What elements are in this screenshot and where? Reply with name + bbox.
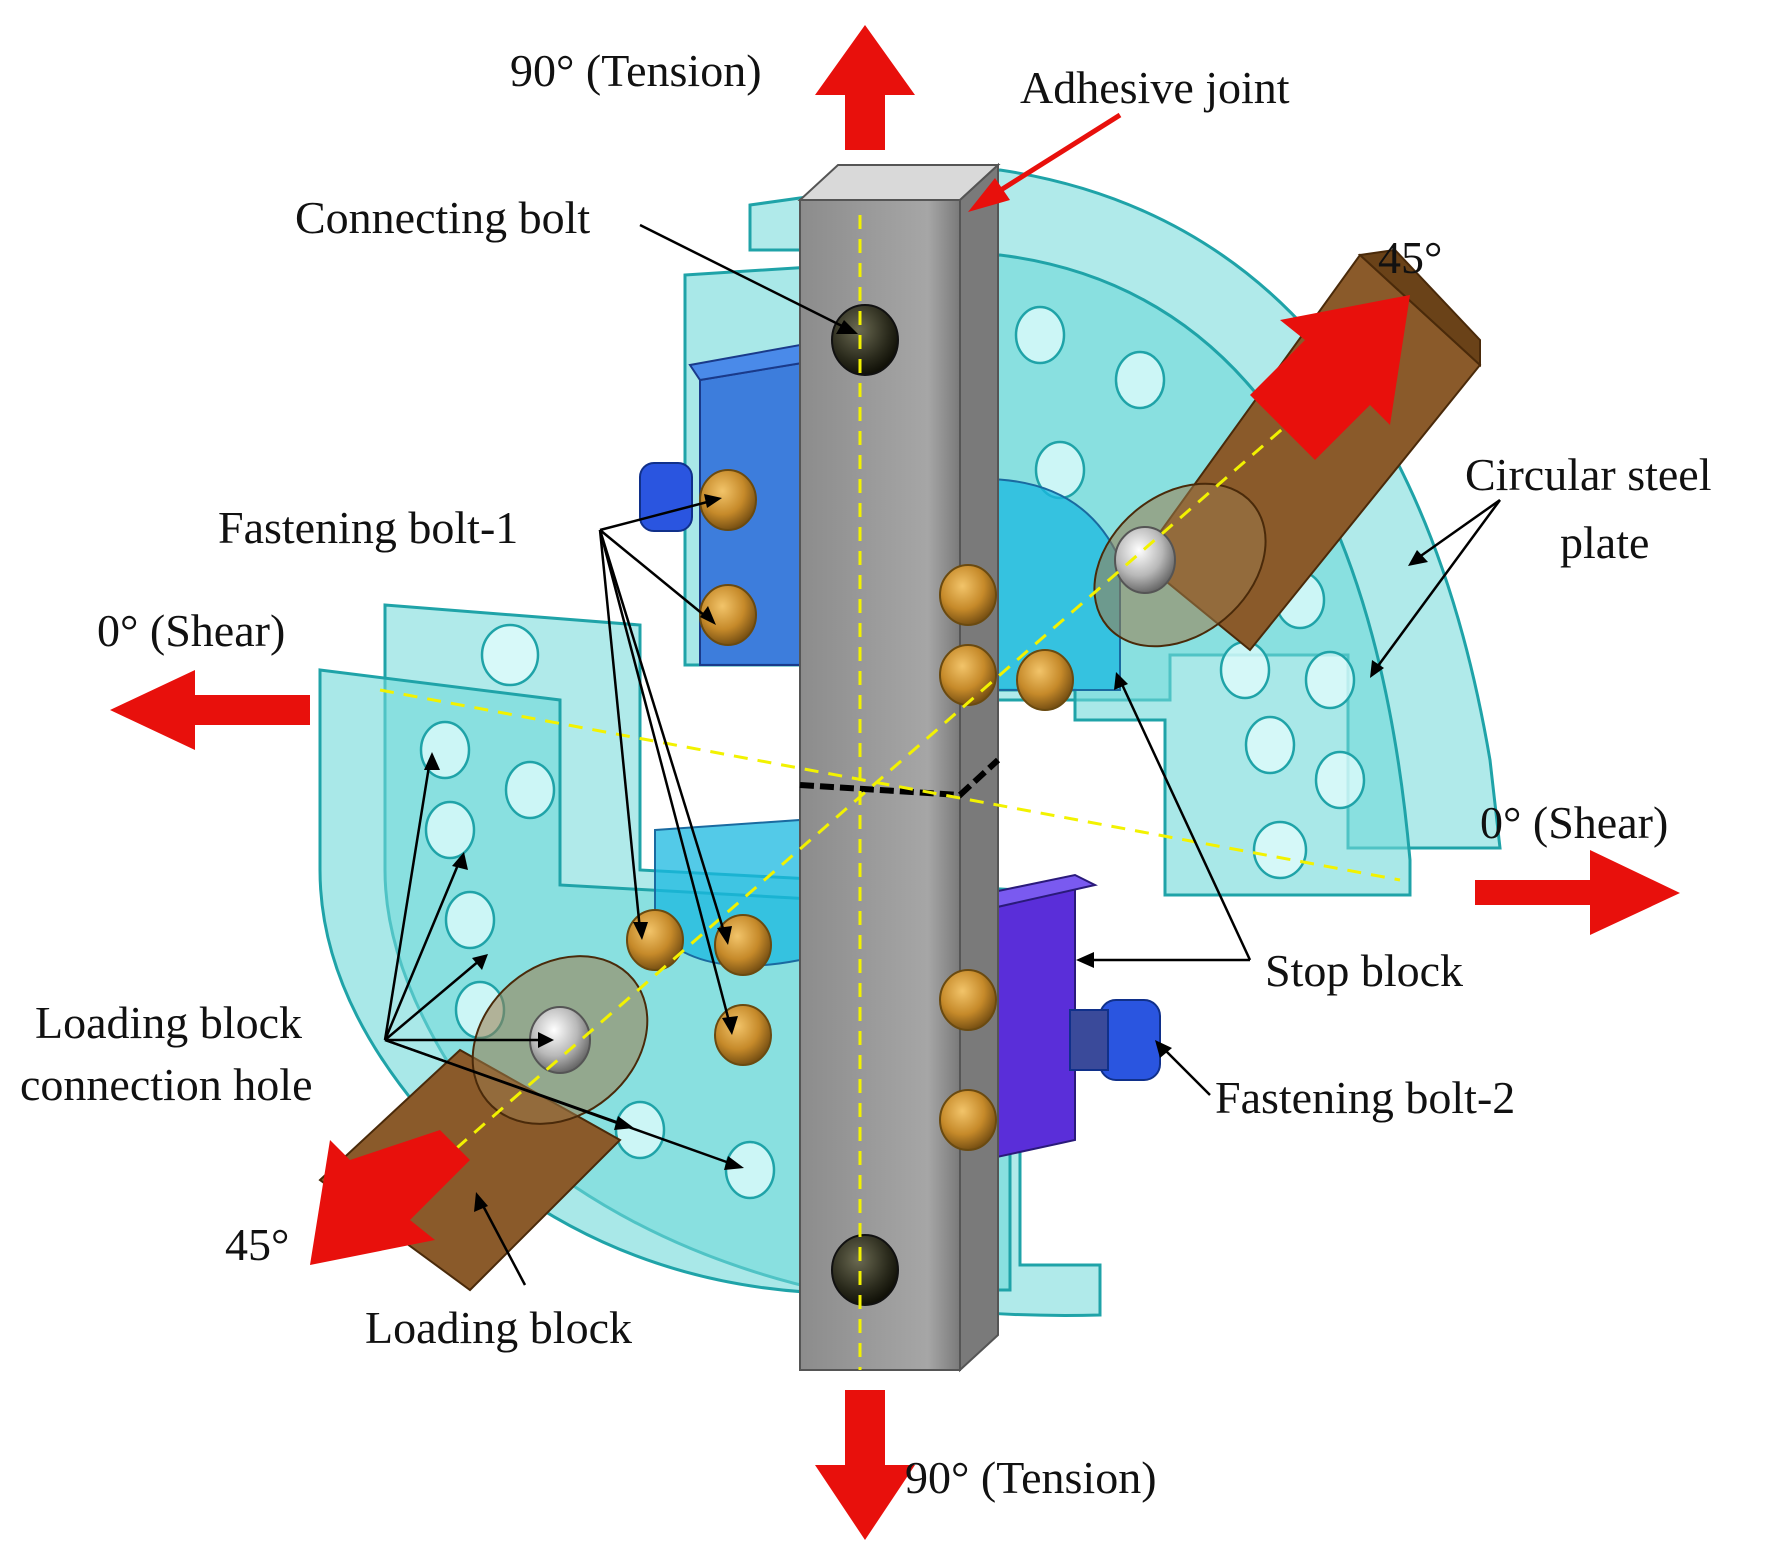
label-stop-block: Stop block [1265, 945, 1464, 996]
label-loading-block: Loading block [365, 1302, 632, 1353]
label-fastening-bolt-1: Fastening bolt-1 [218, 502, 519, 553]
arrow-shear-right [1475, 850, 1680, 935]
fastening-bolts [626, 469, 1074, 1151]
leader-lines [383, 223, 1502, 1286]
label-fastening-bolt-2: Fastening bolt-2 [1215, 1072, 1516, 1123]
arrow-45-upright [1250, 295, 1410, 460]
arrow-tension-down [815, 1390, 915, 1540]
arrow-tension-up [815, 25, 915, 150]
loading-block-pins [529, 526, 1176, 1074]
label-circular-steel-plate-line2: plate [1560, 517, 1650, 568]
connecting-bolts [831, 304, 899, 1306]
label-angle-45-bottom: 45° [225, 1219, 290, 1270]
label-shear-right: 0° (Shear) [1480, 797, 1669, 848]
label-angle-45-top: 45° [1378, 232, 1443, 283]
label-loading-block-connection-hole-line2: connection hole [20, 1059, 313, 1110]
label-tension-top: 90° (Tension) [510, 45, 762, 96]
leader-arrowheads [424, 320, 1428, 1212]
center-lines [379, 215, 1401, 1370]
label-tension-bottom: 90° (Tension) [905, 1452, 1157, 1503]
specimen-bar [797, 162, 1001, 1373]
fastening-bolt-2-shapes [639, 462, 1161, 1081]
arrow-shear-left [110, 670, 310, 750]
arrow-45-downleft [310, 1130, 470, 1265]
load-arrows [110, 25, 1680, 1540]
label-adhesive-joint: Adhesive joint [1020, 62, 1290, 113]
label-shear-left: 0° (Shear) [97, 605, 286, 656]
adhesive-joint-pointer [968, 112, 1122, 212]
label-circular-steel-plate-line1: Circular steel [1465, 449, 1712, 500]
label-loading-block-connection-hole-line1: Loading block [35, 997, 302, 1048]
label-connecting-bolt: Connecting bolt [295, 192, 591, 243]
